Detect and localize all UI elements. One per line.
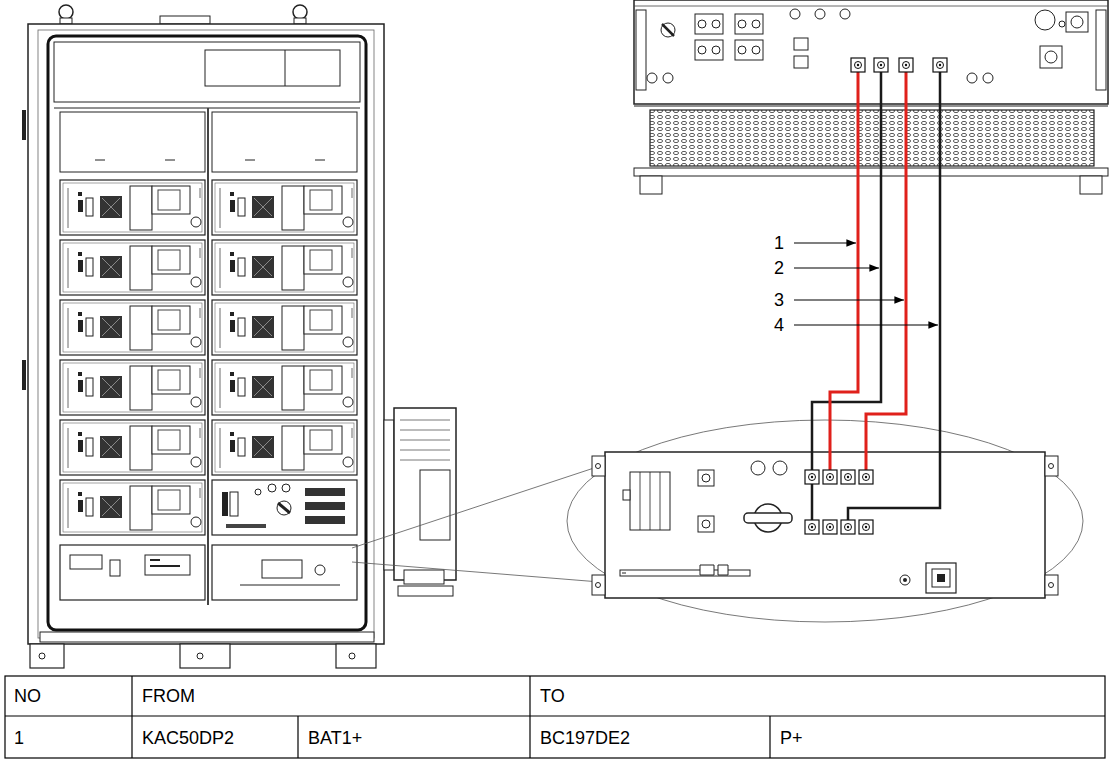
battery-cabinet <box>24 5 384 668</box>
table-cell: BAT1+ <box>308 727 362 749</box>
table-cell: P+ <box>780 727 803 749</box>
table-header: NO <box>14 685 41 707</box>
table-header: FROM <box>142 685 195 707</box>
table-cell: 1 <box>14 727 24 749</box>
callout-number: 2 <box>774 257 784 279</box>
table-cell: BC197DE2 <box>540 727 630 749</box>
battery-ports <box>805 58 947 534</box>
callout-number: 1 <box>774 232 784 254</box>
zoom-callout <box>352 420 1083 622</box>
table-cell: KAC50DP2 <box>142 727 234 749</box>
table-header: TO <box>540 685 565 707</box>
battery-cables <box>812 70 940 520</box>
callout-number: 4 <box>774 314 784 336</box>
callout-leaders <box>794 243 938 325</box>
wiring-table <box>5 676 1105 758</box>
callout-number: 3 <box>774 289 784 311</box>
hybrid-inverter <box>634 0 1108 194</box>
